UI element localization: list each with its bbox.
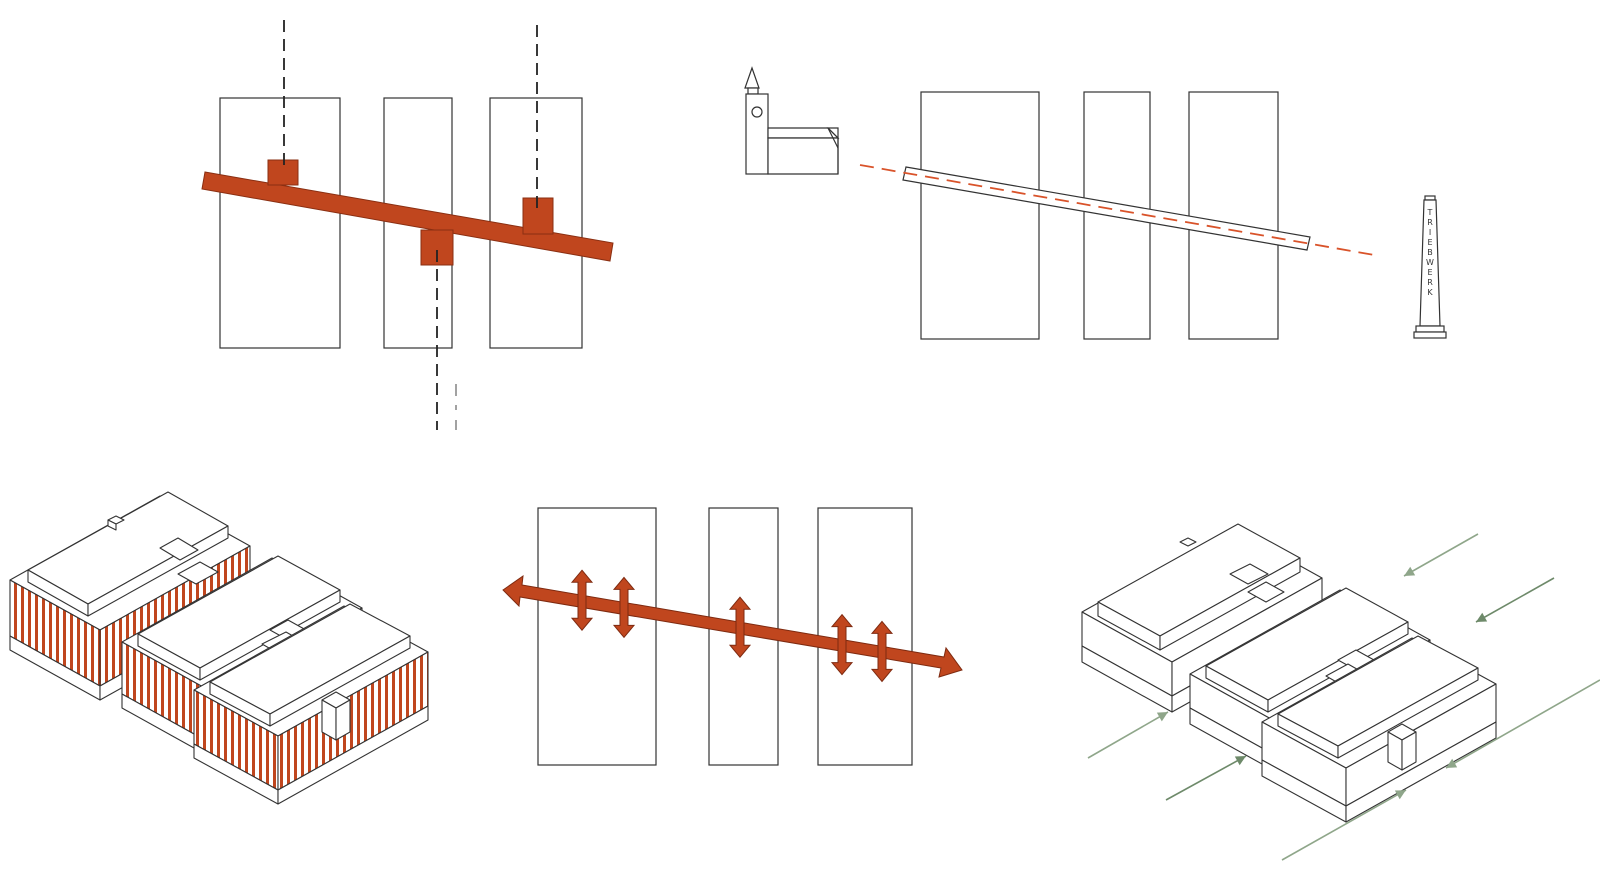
wind-arrow-head (1394, 790, 1406, 800)
block-right (817, 507, 913, 766)
wind-arrow-line (1165, 755, 1247, 801)
wind-arrow-line (1281, 789, 1407, 861)
wind-arrow-head (1404, 566, 1416, 576)
panel-facade-axonometric (9, 491, 429, 805)
chimney-letter: R (1427, 278, 1433, 287)
building-3 (1261, 635, 1497, 823)
chimney-letter: K (1427, 288, 1433, 297)
chimney-icon (1413, 195, 1447, 339)
cross-arrow (830, 613, 854, 676)
cross-arrow (570, 569, 594, 632)
building-3 (193, 603, 429, 805)
block-left (219, 97, 341, 349)
chimney-letter: T (1427, 208, 1433, 217)
block-right (1188, 91, 1279, 340)
cross-arrow (612, 576, 636, 639)
wind-arrow-head (1476, 612, 1488, 622)
wind-arrow-line (1087, 711, 1169, 759)
wind-arrows (1087, 533, 1600, 861)
permeability-arrow (502, 574, 963, 678)
wind-arrow-line (1403, 533, 1479, 577)
spine-connector (201, 159, 614, 266)
cross-arrow (870, 620, 894, 683)
cross-arrows (570, 569, 894, 683)
church-icon (744, 66, 840, 175)
chimney-letter: E (1427, 268, 1432, 277)
wind-arrow-line (1445, 679, 1600, 769)
sightline-bar (859, 164, 1381, 257)
chimney-letter: W (1426, 258, 1434, 267)
wind-arrow-head (1446, 758, 1458, 768)
block-left (920, 91, 1040, 340)
wind-arrow-head (1156, 712, 1168, 722)
panel-sightline (920, 91, 1279, 340)
block-left (537, 507, 657, 766)
chimney-letter: R (1427, 218, 1433, 227)
wind-arrow-head (1234, 756, 1246, 766)
chimney-letter: E (1427, 238, 1432, 247)
chimney-letter: I (1429, 228, 1431, 237)
vertical-axes (283, 20, 538, 430)
panel-permeability (537, 507, 913, 766)
wind-arrow-line (1475, 577, 1555, 623)
panel-ventilation-axonometric (1081, 523, 1497, 823)
chimney-letter: B (1427, 248, 1433, 257)
cross-arrow (728, 596, 752, 658)
